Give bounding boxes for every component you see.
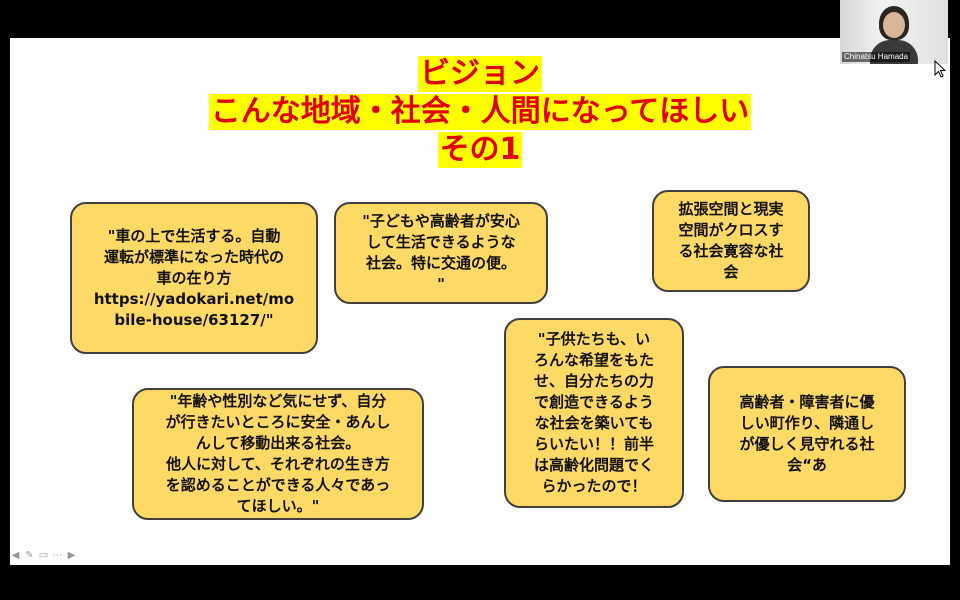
slides-icon[interactable]: ▭ [38,550,49,561]
arrow-left-icon[interactable]: ◀ [11,550,20,561]
pen-icon[interactable]: ✎ [25,550,34,561]
more-icon[interactable]: ⋯ [52,550,63,561]
participant-name: Chinatsu Hamada [842,52,911,62]
card-augmented-space: 拡張空間と現実 空間がクロスす る社会寛容な社 会 [652,190,810,292]
mouse-cursor-icon [934,60,947,78]
slide-toolbar: ◀ ✎ ▭ ⋯ ▶ [10,550,77,561]
webcam-thumbnail[interactable]: Chinatsu Hamada [840,0,948,64]
card-diversity-mobility: "年齢や性別など気にせず、自分 が行きたいところに安全・あんし んして移動出来る… [132,388,424,520]
card-self-driving-car-life: "車の上で生活する。自動 運転が標準になった時代の 車の在り方 https://… [70,202,318,354]
presentation-slide: ビジョン こんな地域・社会・人間になってほしい その1 "車の上で生活する。自動… [10,38,950,565]
participant-face [883,12,905,38]
slide-title-line-3: その1 [437,132,523,168]
card-elderly-friendly-town: 高齢者・障害者に優 しい町作り、隣通し が優しく見守れる社 会“あ [708,366,906,502]
arrow-right-icon[interactable]: ▶ [67,550,76,561]
slide-title-line-2: こんな地域・社会・人間になってほしい [208,94,752,130]
card-safe-transport: "子どもや高齢者が安心 して生活できるような 社会。特に交通の便。 " [334,202,548,304]
slide-title-line-1: ビジョン [418,56,542,92]
card-children-hopes: "子供たちも、い ろんな希望をもた せ、自分たちの力 で創造できるよう な社会を… [504,318,684,508]
